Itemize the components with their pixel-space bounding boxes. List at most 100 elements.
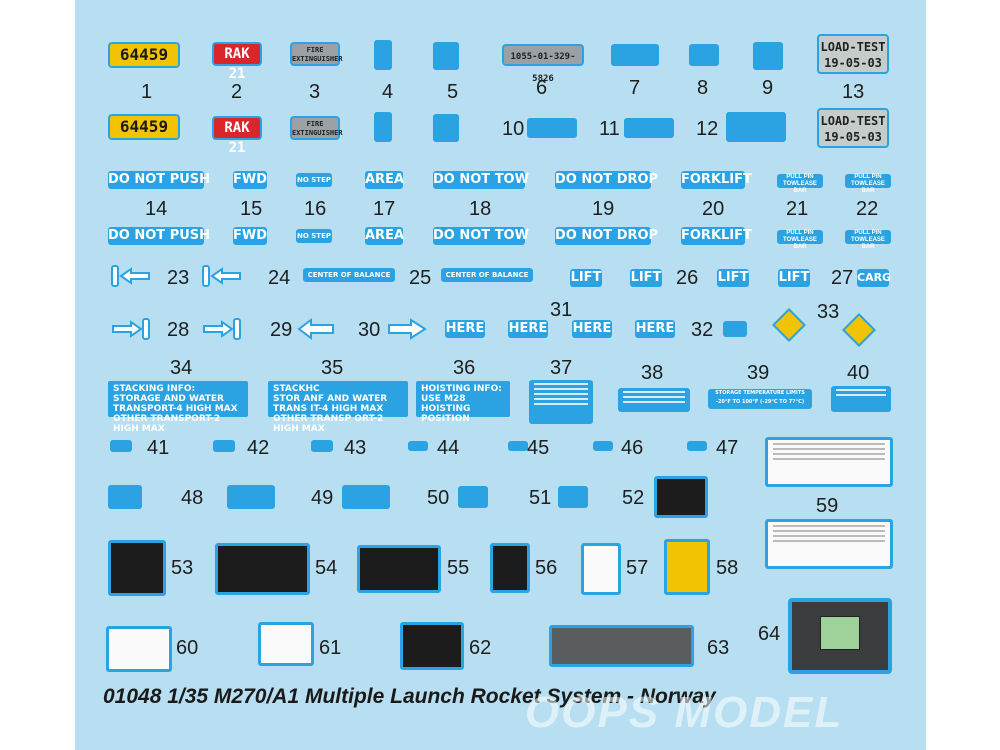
label-52: 52 (622, 487, 645, 509)
decal-43 (311, 440, 333, 452)
plate-data-40 (831, 386, 891, 412)
label-3: 3 (309, 81, 321, 103)
label-51: 51 (529, 487, 552, 509)
stencil-pull-pin-21b: PULL PIN TOWLEASE BAR (777, 230, 823, 250)
stackhc-line2: STOR ANF AND WATER (273, 394, 388, 404)
label-20: 20 (702, 198, 725, 220)
warning-decal-48a (108, 485, 142, 509)
label-64: 64 (758, 623, 781, 645)
label-21: 21 (786, 198, 809, 220)
arrow-left-24 (202, 264, 242, 288)
decal-42 (213, 440, 235, 452)
decal-8 (689, 44, 719, 66)
arrow-right-29 (202, 317, 242, 341)
label-63: 63 (707, 637, 730, 659)
stackhc-line1: STACKHC (273, 384, 320, 394)
label-36: 36 (453, 357, 476, 379)
stencil-pull-pin-22: PULL PIN TOWLEASE BAR (845, 174, 891, 194)
stencil-here-a: HERE (445, 320, 485, 338)
label-23: 23 (167, 267, 190, 289)
black-plate-56 (490, 543, 530, 593)
hoisting-line2: USE M28 (421, 394, 466, 404)
plate-data-38 (618, 388, 690, 412)
warning-decal-49 (342, 485, 390, 509)
stencil-fwd-15: FWD (233, 171, 268, 189)
label-46: 46 (621, 437, 644, 459)
label-50: 50 (427, 487, 450, 509)
white-plate-57 (581, 543, 621, 595)
label-56: 56 (535, 557, 558, 579)
plate-60 (106, 626, 172, 672)
load-test-line2b: 19-05-03 (824, 130, 882, 144)
stencil-here-c: HERE (572, 320, 612, 338)
decal-12 (726, 112, 786, 142)
stencil-pull-pin-21: PULL PIN TOWLEASE BAR (777, 174, 823, 194)
decal-46 (593, 441, 613, 451)
stencil-here-d: HERE (635, 320, 675, 338)
panel-decal-5 (433, 42, 459, 70)
control-panel-63 (549, 625, 694, 667)
decal-47 (687, 441, 707, 451)
plate-extinguisher-3b: FIRE EXTINGUISHER (290, 116, 343, 140)
stencil-cargo-27: CARG (857, 269, 891, 287)
stencil-do-not-drop-19: DO NOT DROP (555, 171, 659, 189)
load-test-line1b: LOAD-TEST (820, 114, 886, 128)
label-55: 55 (447, 557, 470, 579)
label-38: 38 (641, 362, 664, 384)
decal-45 (508, 441, 528, 451)
black-plate-53 (108, 540, 166, 596)
label-28: 28 (167, 319, 190, 341)
plate-yellow-1b: 64459 (108, 114, 180, 140)
label-32: 32 (691, 319, 714, 341)
stencil-forklift-20b: FORKLIFT (681, 227, 752, 245)
label-43: 43 (344, 437, 367, 459)
connector-decal-4 (374, 40, 392, 70)
label-59: 59 (816, 495, 839, 517)
stencil-do-not-push-14: DO NOT PUSH (108, 171, 211, 189)
plate-yellow-1: 64459 (108, 42, 180, 68)
plate-hoisting-36: HOISTING INFO: USE M28 HOISTING POSITION (416, 381, 510, 424)
plate-red-2: RAK 21 (212, 42, 262, 82)
label-24: 24 (268, 267, 291, 289)
stencil-here-b: HERE (508, 320, 548, 338)
panel-decal-5b (433, 114, 459, 142)
stencil-do-not-tow-18b: DO NOT TOW (433, 227, 529, 245)
sheet-title: 01048 1/35 M270/A1 Multiple Launch Rocke… (103, 685, 716, 708)
control-panel-64 (788, 598, 892, 674)
hoisting-line1: HOISTING INFO: (421, 384, 502, 394)
label-60: 60 (176, 637, 199, 659)
label-4: 4 (382, 81, 394, 103)
plate-load-test-13b: LOAD-TEST 19-05-03 (817, 108, 889, 148)
plate-load-test-13: LOAD-TEST 19-05-03 (817, 34, 889, 74)
decal-32 (723, 321, 747, 337)
stencil-area-17: AREA (365, 171, 405, 189)
decal-44 (408, 441, 428, 451)
plate-red-2b: RAK 21 (212, 116, 262, 156)
label-9: 9 (762, 77, 774, 99)
plate-panel-59b (765, 519, 893, 569)
label-29: 29 (270, 319, 293, 341)
plate-stacking-34: STACKING INFO: STORAGE AND WATER TRANSPO… (108, 381, 248, 434)
label-13: 13 (842, 81, 865, 103)
plate-storage-temp-39: STORAGE TEMPERATURE LIMITS -20°F TO 100°… (708, 389, 812, 409)
label-5: 5 (447, 81, 459, 103)
yellow-plate-58 (664, 539, 710, 595)
decal-50 (458, 486, 488, 508)
label-31: 31 (550, 299, 573, 321)
stencil-center-of-balance-25: CENTER OF BALANCE (441, 268, 533, 282)
label-18: 18 (469, 198, 492, 220)
black-plate-52 (654, 476, 708, 518)
label-19: 19 (592, 198, 615, 220)
explosive-diamond-b (842, 313, 876, 347)
stackhc-line3: TRANS IT-4 HIGH MAX (273, 404, 384, 414)
warning-decal-48b (227, 485, 275, 509)
label-26: 26 (676, 267, 699, 289)
stencil-do-not-push-14b: DO NOT PUSH (108, 227, 211, 245)
label-1: 1 (141, 81, 153, 103)
label-11: 11 (599, 118, 620, 140)
label-30: 30 (358, 319, 381, 341)
label-44: 44 (437, 437, 460, 459)
label-15: 15 (240, 198, 263, 220)
decal-sheet: 64459 RAK 21 FIRE EXTINGUISHER 1055-01-3… (75, 0, 926, 750)
label-47: 47 (716, 437, 739, 459)
